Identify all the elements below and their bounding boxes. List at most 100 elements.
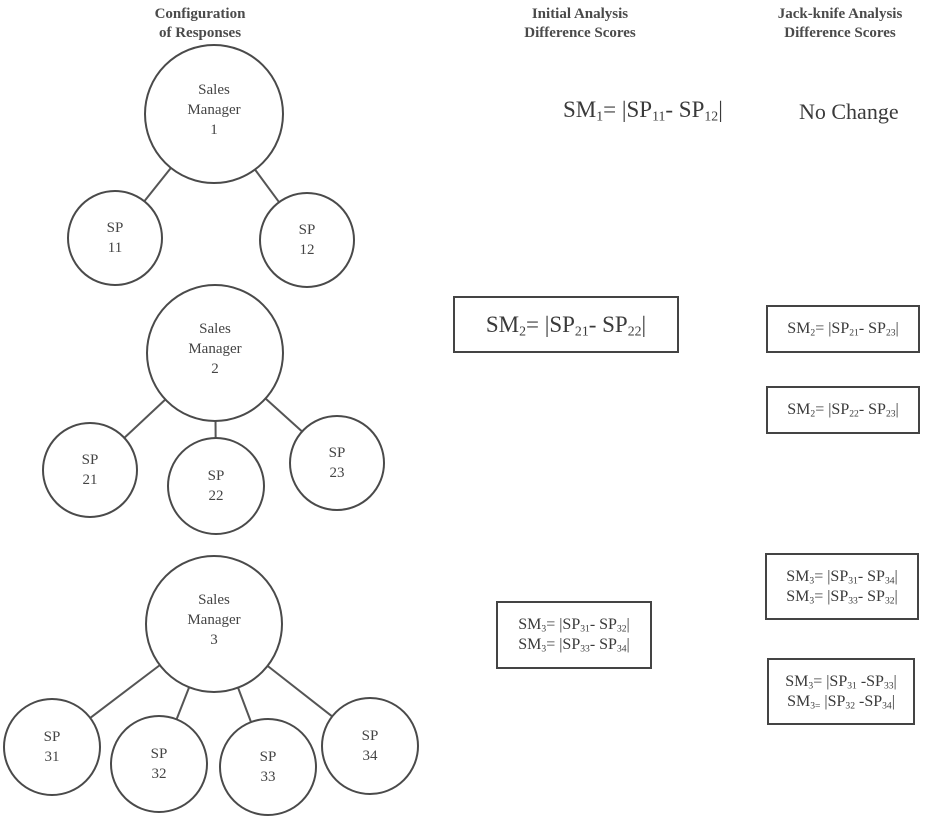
abs-close: | xyxy=(895,401,899,418)
salesperson-node xyxy=(259,192,355,288)
difference-equation: SM3= |SP32 -SP34| xyxy=(787,692,895,712)
salesperson-term-a: SP31 xyxy=(829,672,857,691)
salesperson-node xyxy=(67,190,163,286)
abs-close: | xyxy=(626,636,630,653)
equals-abs-open: = | xyxy=(814,587,831,605)
sales-manager-label-line: Manager xyxy=(187,102,240,118)
salesperson-label-line: 32 xyxy=(152,766,167,782)
salesperson-term-a: SP21 xyxy=(549,311,589,338)
minus-sign: - xyxy=(856,672,867,690)
salesperson-label-line: 21 xyxy=(83,472,98,488)
salesperson-node xyxy=(289,415,385,511)
header-initial-analysis: Initial Analysis Difference Scores xyxy=(480,5,680,43)
difference-equation: SM3= |SP31- SP34| xyxy=(786,567,897,587)
sales-manager-term: SM3= xyxy=(787,692,821,711)
sales-manager-term: SM3 xyxy=(786,587,815,606)
sales-manager-label-line: Sales xyxy=(199,321,231,337)
minus-sign: - xyxy=(857,587,868,605)
header-initial-line1: Initial Analysis xyxy=(531,6,629,22)
sales-manager-label-line: Manager xyxy=(187,612,240,628)
abs-close: | xyxy=(891,692,895,710)
connector-line xyxy=(254,168,280,203)
salesperson-term-b: SP34 xyxy=(867,567,895,586)
minus-sign: - xyxy=(855,692,865,710)
abs-close: | xyxy=(718,97,723,122)
sales-manager-term: SM1 xyxy=(563,97,604,124)
minus-sign: - xyxy=(588,311,603,337)
connector-line xyxy=(237,687,252,723)
jackknife-score-group-2a: SM2= |SP21- SP23| xyxy=(766,305,920,353)
salesperson-term-a: SP22 xyxy=(831,401,859,420)
salesperson-term-a: SP33 xyxy=(830,587,858,606)
salesperson-label-line: 11 xyxy=(108,240,122,256)
salesperson-node xyxy=(321,697,419,795)
salesperson-term-a: SP31 xyxy=(562,616,590,635)
equals-abs-open: = | xyxy=(815,320,832,337)
sales-manager-label-line: Manager xyxy=(188,341,241,357)
abs-close: | xyxy=(894,587,898,605)
salesperson-label-line: 22 xyxy=(209,488,224,504)
sales-manager-label-line: 3 xyxy=(210,632,218,648)
equals-abs-open: = | xyxy=(546,636,563,653)
header-configuration-line1: Configuration xyxy=(154,6,246,22)
salesperson-term-b: SP12 xyxy=(678,97,719,124)
sales-manager-label-line: 1 xyxy=(210,122,218,138)
sales-manager-node xyxy=(144,44,284,184)
minus-sign: - xyxy=(858,320,869,337)
salesperson-label-line: 33 xyxy=(261,769,276,785)
salesperson-label-line: 12 xyxy=(300,242,315,258)
salesperson-label-line: SP xyxy=(44,729,61,745)
minus-sign: - xyxy=(857,567,868,585)
difference-equation: SM2= |SP21- SP22| xyxy=(486,312,646,338)
salesperson-node xyxy=(110,715,208,813)
salesperson-node xyxy=(42,422,138,518)
equals-abs-open: = | xyxy=(813,672,830,690)
abs-close: | xyxy=(893,672,897,690)
salesperson-term-b: SP23 xyxy=(868,320,896,339)
difference-equation: SM3= |SP33- SP32| xyxy=(786,587,897,607)
difference-equation: SM3= |SP33- SP34| xyxy=(518,635,629,655)
salesperson-term-b: SP33 xyxy=(866,672,894,691)
sales-manager-term: SM3 xyxy=(518,616,547,635)
salesperson-label: SP 32 xyxy=(151,746,168,782)
initial-score-group-3: SM3= |SP31- SP32|SM3= |SP33- SP34| xyxy=(496,601,652,669)
header-jackknife-line2: Difference Scores xyxy=(784,25,896,41)
salesperson-label-line: SP xyxy=(208,468,225,484)
header-initial-line2: Difference Scores xyxy=(524,25,636,41)
equals-abs-open: = | xyxy=(815,401,832,418)
abs-close: | xyxy=(641,311,647,337)
jackknife-score-group-2b: SM2= |SP22- SP23| xyxy=(766,386,920,434)
salesperson-label: SP 11 xyxy=(107,220,124,256)
sales-manager-node xyxy=(145,555,283,693)
header-jackknife-line1: Jack-knife Analysis xyxy=(777,6,903,22)
sales-manager-term: SM3 xyxy=(518,636,547,655)
header-configuration-line2: of Responses xyxy=(158,25,242,41)
sales-manager-label-line: Sales xyxy=(198,592,230,608)
sales-manager-label-line: 2 xyxy=(211,361,219,377)
salesperson-label-line: SP xyxy=(151,746,168,762)
salesperson-term-b: SP32 xyxy=(599,616,627,635)
sales-manager-node xyxy=(146,284,284,422)
difference-equation: SM3= |SP31 -SP33| xyxy=(785,672,896,692)
abs-close: | xyxy=(895,320,899,337)
salesperson-term-b: SP23 xyxy=(868,401,896,420)
salesperson-node xyxy=(167,437,265,535)
connector-line xyxy=(123,398,167,439)
salesperson-label-line: SP xyxy=(107,220,124,236)
difference-equation: SM3= |SP31- SP32| xyxy=(518,615,629,635)
initial-score-group-2: SM2= |SP21- SP22| xyxy=(453,296,679,353)
equals-abs-open: = | xyxy=(814,567,831,585)
connector-line xyxy=(175,686,191,720)
connector-line xyxy=(89,664,161,719)
salesperson-label-line: 31 xyxy=(45,749,60,765)
connector-line xyxy=(143,167,172,202)
jackknife-score-group-3a: SM3= |SP31- SP34|SM3= |SP33- SP32| xyxy=(765,553,919,620)
connector-line xyxy=(264,397,303,433)
abs-close: | xyxy=(626,616,630,633)
